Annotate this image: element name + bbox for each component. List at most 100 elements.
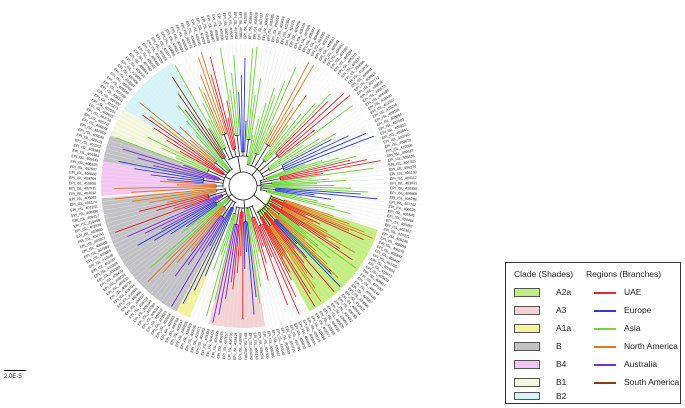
tree-branch	[262, 167, 284, 178]
tree-branch	[251, 205, 262, 226]
tree-branch	[263, 113, 302, 161]
tip-guide-line	[126, 208, 211, 268]
tree-branch	[280, 173, 324, 181]
tree-branch	[179, 126, 218, 162]
clade-swatch-b2	[514, 392, 540, 400]
clade-sector-a1a	[176, 210, 233, 318]
tree-branch	[275, 101, 329, 154]
tree-branch	[243, 58, 246, 153]
tree-branch	[267, 105, 353, 169]
tip-label: EPI_ISL_402202	[74, 138, 101, 149]
tree-branch	[198, 86, 227, 148]
tree-branch	[233, 55, 240, 136]
tree-branch	[238, 92, 242, 153]
tree-branch	[177, 93, 224, 159]
tree-branch-arc	[235, 205, 254, 209]
tree-branch	[260, 182, 272, 185]
tree-branch	[273, 220, 308, 259]
tree-branch	[237, 156, 242, 173]
tree-branch	[262, 223, 293, 281]
tree-branch-arc	[224, 187, 237, 204]
clade-label-a1a: A1a	[556, 323, 572, 333]
tip-guide-line	[140, 213, 215, 285]
tree-branch	[267, 208, 328, 265]
tip-guide-line	[121, 111, 209, 166]
tree-branch	[225, 224, 238, 299]
tip-label: EPI_ISL_403710	[284, 326, 296, 353]
tip-label: EPI_ISL_405445	[71, 154, 98, 163]
tip-guide-line	[281, 196, 381, 224]
tip-guide-line	[184, 222, 227, 316]
region-line-australia	[594, 364, 616, 366]
tip-label: EPI_ISL_406124	[222, 13, 229, 40]
tip-label: EPI_ISL_409919	[248, 12, 253, 39]
tip-guide-line	[272, 212, 349, 282]
tip-label: EPI_ISL_403760	[383, 133, 410, 145]
tree-branch	[268, 144, 304, 170]
tree-branch	[175, 65, 223, 150]
tip-label: EPI_ISL_407707	[389, 200, 416, 207]
tree-branch	[248, 94, 256, 140]
tip-label: EPI_ISL_406626	[388, 205, 415, 213]
region-label-north-america: North America	[624, 341, 678, 351]
tip-guide-line	[240, 225, 243, 328]
tip-label: EPI_ISL_409819	[233, 333, 238, 360]
tree-branch-arc	[266, 177, 268, 180]
tip-label: EPI_ISL_410221	[383, 227, 410, 239]
tree-branch	[230, 224, 239, 283]
tip-guide-line	[168, 220, 223, 308]
tip-label: EPI_ISL_408436	[387, 154, 414, 163]
tree-branch-arc	[246, 138, 251, 141]
tree-branch	[187, 216, 223, 266]
tree-branch-arc	[269, 203, 272, 206]
tip-guide-line	[270, 83, 342, 158]
tip-guide-line	[218, 225, 237, 326]
tip-label: EPI_ISL_402679	[384, 138, 411, 149]
tip-label: EPI_ISL_404112	[390, 176, 417, 181]
tip-label: EPI_ISL_407205	[217, 13, 225, 40]
scale-bar-label: 2.0E-5	[4, 374, 22, 380]
tree-branch	[279, 213, 307, 235]
tip-guide-line	[275, 104, 360, 164]
region-line-uae	[594, 292, 616, 294]
tip-label: EPI_ISL_405193	[389, 170, 416, 176]
tree-branch	[261, 216, 311, 294]
region-line-north-america	[594, 346, 616, 348]
tip-guide-line	[263, 64, 318, 152]
tip-guide-line	[231, 225, 241, 328]
tree-branch-arc	[267, 167, 271, 171]
tree-branch	[208, 128, 226, 158]
tree-branch-arc	[281, 206, 284, 210]
tree-branch	[138, 194, 209, 212]
tree-branch	[231, 72, 239, 136]
tree-branch	[271, 178, 329, 185]
tip-guide-line	[205, 48, 233, 148]
tip-label: EPI_ISL_406526	[70, 159, 97, 167]
tip-guide-line	[134, 211, 213, 279]
tip-label: EPI_ISL_404514	[271, 15, 280, 42]
tip-guide-line	[172, 220, 224, 310]
clade-swatch-a2a	[514, 288, 540, 297]
tip-label: EPI_ISL_408788	[389, 195, 416, 201]
tip-label: EPI_ISL_405495	[211, 330, 220, 357]
tip-label: EPI_ISL_405093	[69, 195, 96, 201]
tree-branch	[259, 225, 300, 315]
tree-branch	[251, 153, 257, 166]
tree-branch	[166, 191, 217, 203]
tip-label: EPI_ISL_410850	[69, 181, 96, 185]
tree-branch	[247, 46, 258, 140]
tree-branch	[243, 199, 245, 208]
tree-branch	[264, 205, 269, 210]
tree-branch	[173, 196, 209, 209]
tree-branch	[147, 205, 224, 283]
tree-branch	[284, 199, 335, 217]
tip-guide-line	[268, 77, 336, 156]
tree-branch	[274, 220, 298, 245]
tip-guide-line	[282, 188, 385, 198]
tip-label: EPI_ISL_410950	[390, 186, 417, 190]
tip-guide-line	[227, 225, 239, 328]
tip-guide-line	[281, 148, 381, 176]
tree-branch	[202, 102, 226, 149]
tree-branch	[244, 221, 248, 252]
tree-branch	[270, 224, 316, 289]
